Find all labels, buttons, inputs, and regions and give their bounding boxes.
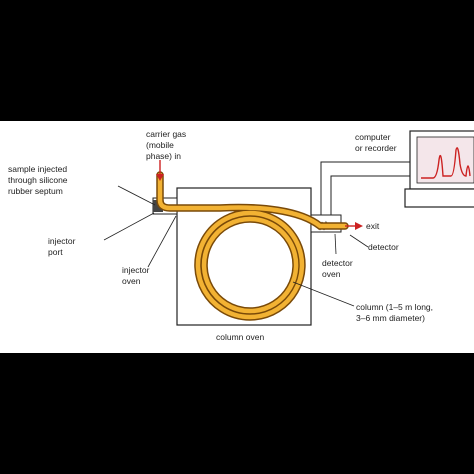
monitor-icon: [404, 130, 474, 208]
column-oven-label: column oven: [216, 332, 264, 342]
leader-lines: [103, 185, 369, 307]
sample-injected-label: sample injected through silicone rubber …: [8, 164, 70, 196]
red-arrow-icon: [156, 160, 164, 181]
chromatogram-peaks: [421, 147, 471, 179]
exit-arrow-icon: [345, 222, 363, 230]
signal-cable-upper: [320, 161, 410, 215]
injector-oven-label: injector oven: [122, 265, 152, 286]
column-tubing: [156, 171, 349, 321]
detector-label: detector: [368, 242, 399, 252]
detector-oven-label: detector oven: [322, 258, 355, 279]
injector-port-label: injector port: [48, 236, 78, 257]
signal-cable-lower: [330, 175, 410, 215]
column-label: column (1–5 m long, 3–6 mm diameter): [356, 302, 435, 323]
computer-label: computer or recorder: [355, 132, 397, 153]
exit-label: exit: [366, 221, 380, 231]
carrier-gas-label: carrier gas (mobile phase) in: [146, 129, 189, 161]
